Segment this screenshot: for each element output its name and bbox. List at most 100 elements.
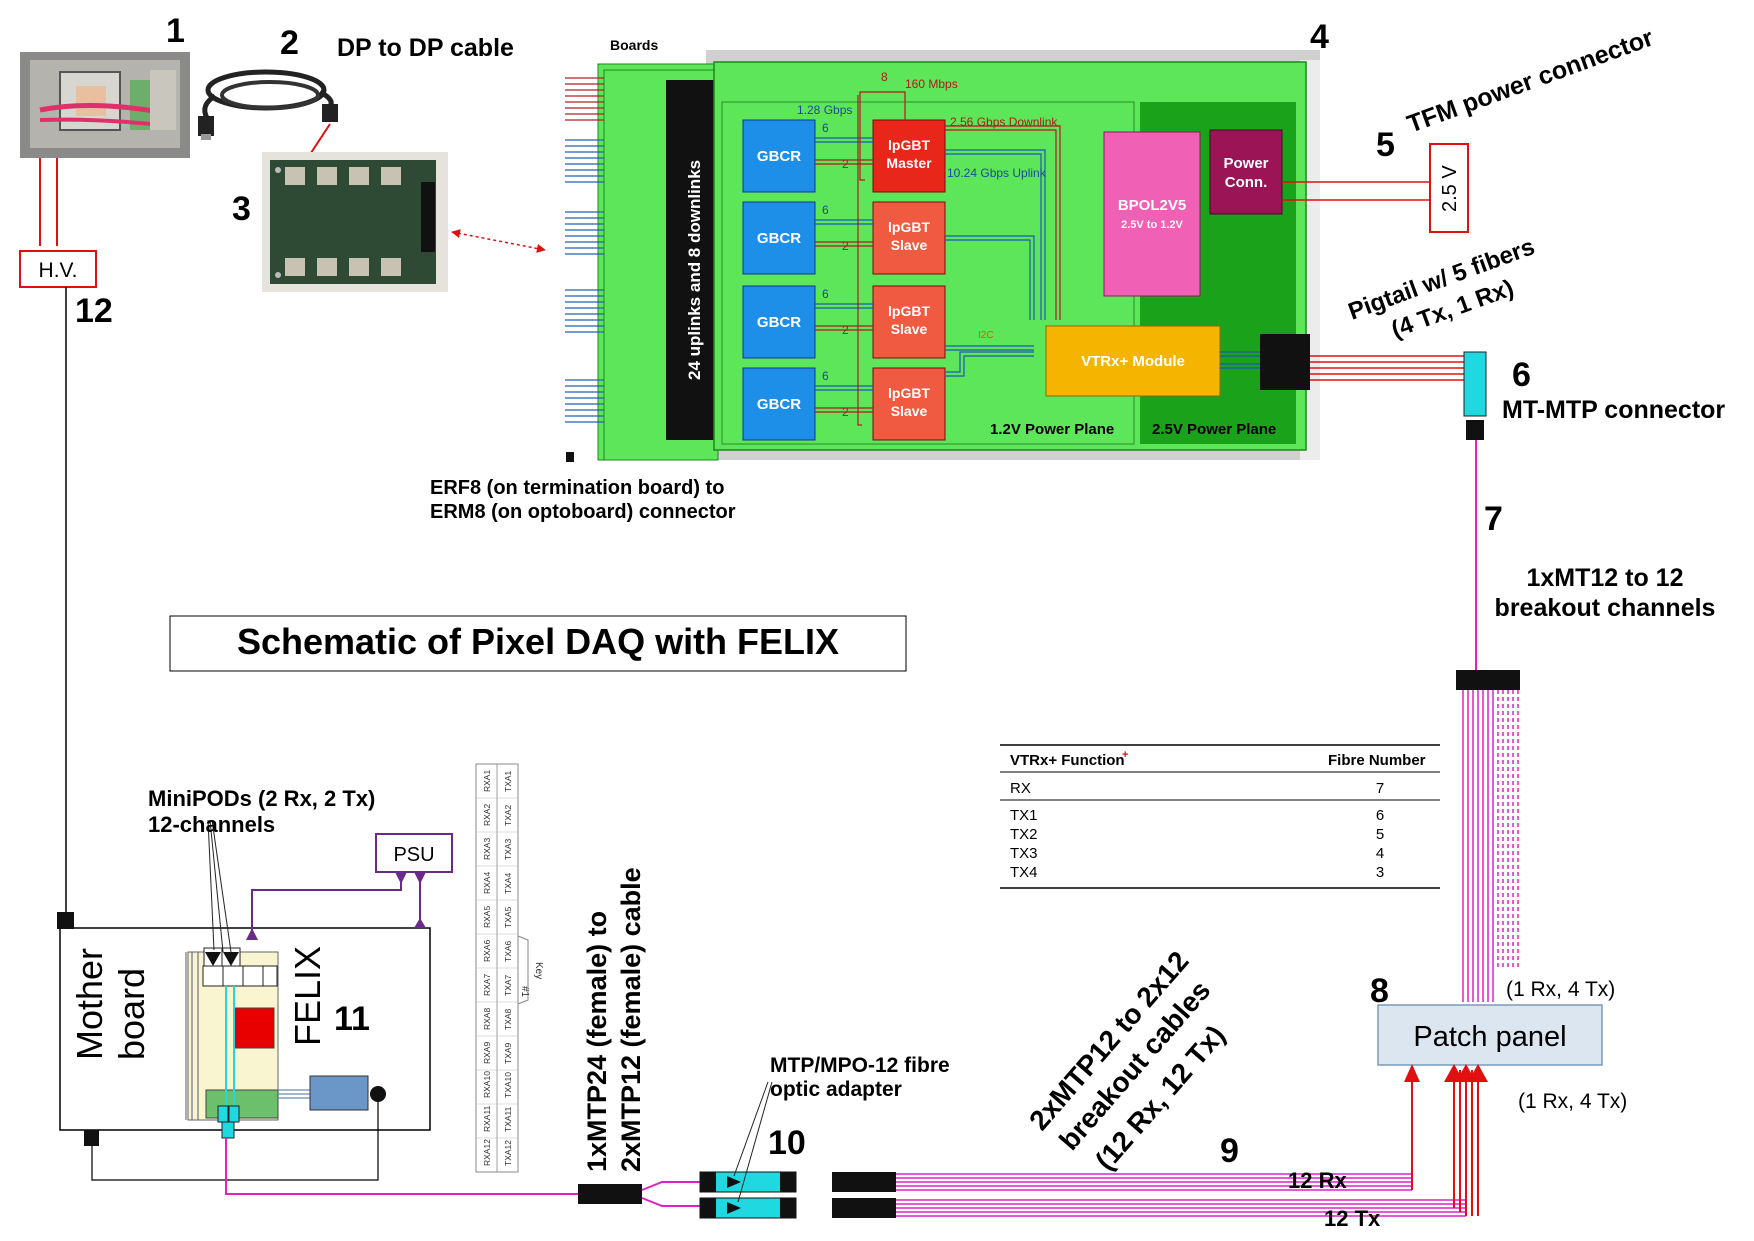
table-row-fibre: 4 (1376, 845, 1384, 862)
erf8-link-arrow (451, 229, 546, 253)
gbcr-1: GBCR (757, 148, 801, 165)
voltage-label: 2.5 V (1439, 165, 1461, 212)
label-11: 11 (334, 1000, 370, 1038)
mtmtp-label: MT-MTP connector (1502, 396, 1725, 424)
table-row-fibre: 7 (1376, 780, 1384, 797)
felix-motherboard (57, 819, 453, 1181)
lpgbt-slave-2-line1: lpGBT (888, 303, 930, 319)
lpgbt-slave-1-line1: lpGBT (888, 219, 930, 235)
erf-label-line1: ERF8 (on termination board) to (430, 477, 724, 499)
patch-panel-label: Patch panel (1413, 1021, 1566, 1053)
mtp24-connector (578, 1184, 642, 1204)
gbcr-3: GBCR (757, 314, 801, 331)
mtp24-label-line1: 1xMTP24 (female) to (582, 911, 612, 1172)
pinout-tx-label: TXA10 (503, 1072, 513, 1098)
table-row-function: RX (1010, 780, 1031, 797)
pinout-tx-label: TXA11 (503, 1106, 513, 1132)
vtrx-label: VTRx+ Module (1081, 353, 1185, 370)
pinout-tx-label: TXA2 (503, 804, 513, 826)
breakout-label-line2: breakout channels (1495, 594, 1716, 622)
label-3: 3 (232, 190, 251, 228)
mtp24-label-line2: 2xMTP12 (female) cable (616, 867, 646, 1172)
pinout-tx-label: TXA3 (503, 838, 513, 860)
power-conn-line1: Power (1223, 155, 1268, 172)
pinout-key-number: #1 (519, 986, 530, 998)
rx-tx-upper: (1 Rx, 4 Tx) (1506, 978, 1615, 1001)
adapter-label-line1: MTP/MPO-12 fibre (770, 1054, 950, 1077)
rx-tx-lower: (1 Rx, 4 Tx) (1518, 1090, 1627, 1113)
pinout-rx-label: RXA2 (482, 804, 492, 826)
dp-cable-label: DP to DP cable (337, 34, 514, 62)
two-label-3: 2 (842, 323, 849, 337)
pinout-tx-label: TXA1 (503, 770, 513, 792)
label-8: 8 (1370, 972, 1389, 1010)
pinout-rx-label: RXA3 (482, 838, 492, 860)
termination-board-image (262, 152, 448, 292)
six-label-4: 6 (822, 369, 829, 383)
plane-12-label: 1.2V Power Plane (990, 421, 1114, 438)
mbps-160-label: 160 Mbps (905, 77, 958, 91)
two-label-1: 2 (842, 157, 849, 171)
pinout-tx-label: TXA4 (503, 872, 513, 894)
table-header-function: VTRx+ Function (1010, 752, 1125, 769)
table-row-function: TX4 (1010, 864, 1038, 881)
pinout-rx-label: RXA10 (482, 1071, 492, 1098)
lpgbt-master-line1: lpGBT (888, 137, 930, 153)
plane-25-label: 2.5V Power Plane (1152, 421, 1276, 438)
label-5: 5 (1376, 126, 1395, 164)
psu-label: PSU (393, 844, 434, 866)
pinout-rx-label: RXA1 (482, 770, 492, 792)
minipods-label-line1: MiniPODs (2 Rx, 2 Tx) (148, 786, 375, 811)
power-cable (1282, 143, 1469, 233)
hv-cable (19, 158, 97, 912)
pinout-tx-label: TXA9 (503, 1042, 513, 1064)
title-box (169, 615, 907, 672)
table-row-fibre: 5 (1376, 826, 1384, 843)
bpol-line1: BPOL2V5 (1118, 197, 1186, 214)
motherboard-label-line1: Mother (69, 948, 110, 1060)
pinout-tx-label: TXA7 (503, 974, 513, 996)
six-label-2: 6 (822, 203, 829, 217)
pinout-tx-label: TXA8 (503, 1008, 513, 1030)
gbcr-4: GBCR (757, 396, 801, 413)
pinout-rx-label: RXA8 (482, 1008, 492, 1030)
boards-label: Boards (610, 37, 658, 53)
tx12-label: 12 Tx (1324, 1206, 1381, 1231)
two-label-2: 2 (842, 239, 849, 253)
table-row-fibre: 3 (1376, 864, 1384, 881)
lpgbt-slave-3-line2: Slave (891, 403, 928, 419)
breakout-label-line1: 1xMT12 to 12 (1526, 564, 1683, 592)
pinout-rx-label: RXA6 (482, 940, 492, 962)
uplink-label: 10.24 Gbps Uplink (947, 166, 1047, 180)
label-12: 12 (75, 292, 113, 330)
fibre-table: VTRx+ Function Fibre Number RX 7 TX1 6 T… (1000, 744, 1440, 889)
erf-label-line2: ERM8 (on optoboard) connector (430, 501, 736, 523)
pinout-tx-label: TXA5 (503, 906, 513, 928)
connector-label: 24 uplinks and 8 downlinks (685, 160, 704, 380)
hv-label: H.V. (39, 259, 78, 282)
six-label-1: 6 (822, 121, 829, 135)
pinout-rx-label: RXA9 (482, 1042, 492, 1064)
felix-label: FELIX (287, 946, 328, 1046)
table-header-fibre: Fibre Number (1328, 752, 1426, 769)
i2c-label: I2C (978, 330, 994, 341)
dp-cable-image (198, 69, 338, 140)
label-7: 7 (1484, 500, 1503, 538)
adapter-label-line2: optic adapter (770, 1078, 902, 1101)
two-label-4: 2 (842, 405, 849, 419)
power-conn-line2: Conn. (1225, 174, 1268, 191)
pinout-tx-label: TXA6 (503, 940, 513, 962)
optoboard: Boards 24 uplinks and 8 downlinks (565, 37, 1320, 462)
downlink-label: 2.56 Gbps Downlink (950, 115, 1058, 129)
lpgbt-slave-3-line1: lpGBT (888, 385, 930, 401)
label-6: 6 (1512, 356, 1531, 394)
rx12-label: 12 Rx (1288, 1168, 1347, 1193)
lpgbt-slave-2-line2: Slave (891, 321, 928, 337)
pinout-rx-label: RXA7 (482, 974, 492, 996)
breakout-fan (1456, 670, 1520, 1002)
table-row-function: TX1 (1010, 807, 1038, 824)
patch-panel (1377, 1004, 1603, 1066)
table-row-function: TX2 (1010, 826, 1038, 843)
